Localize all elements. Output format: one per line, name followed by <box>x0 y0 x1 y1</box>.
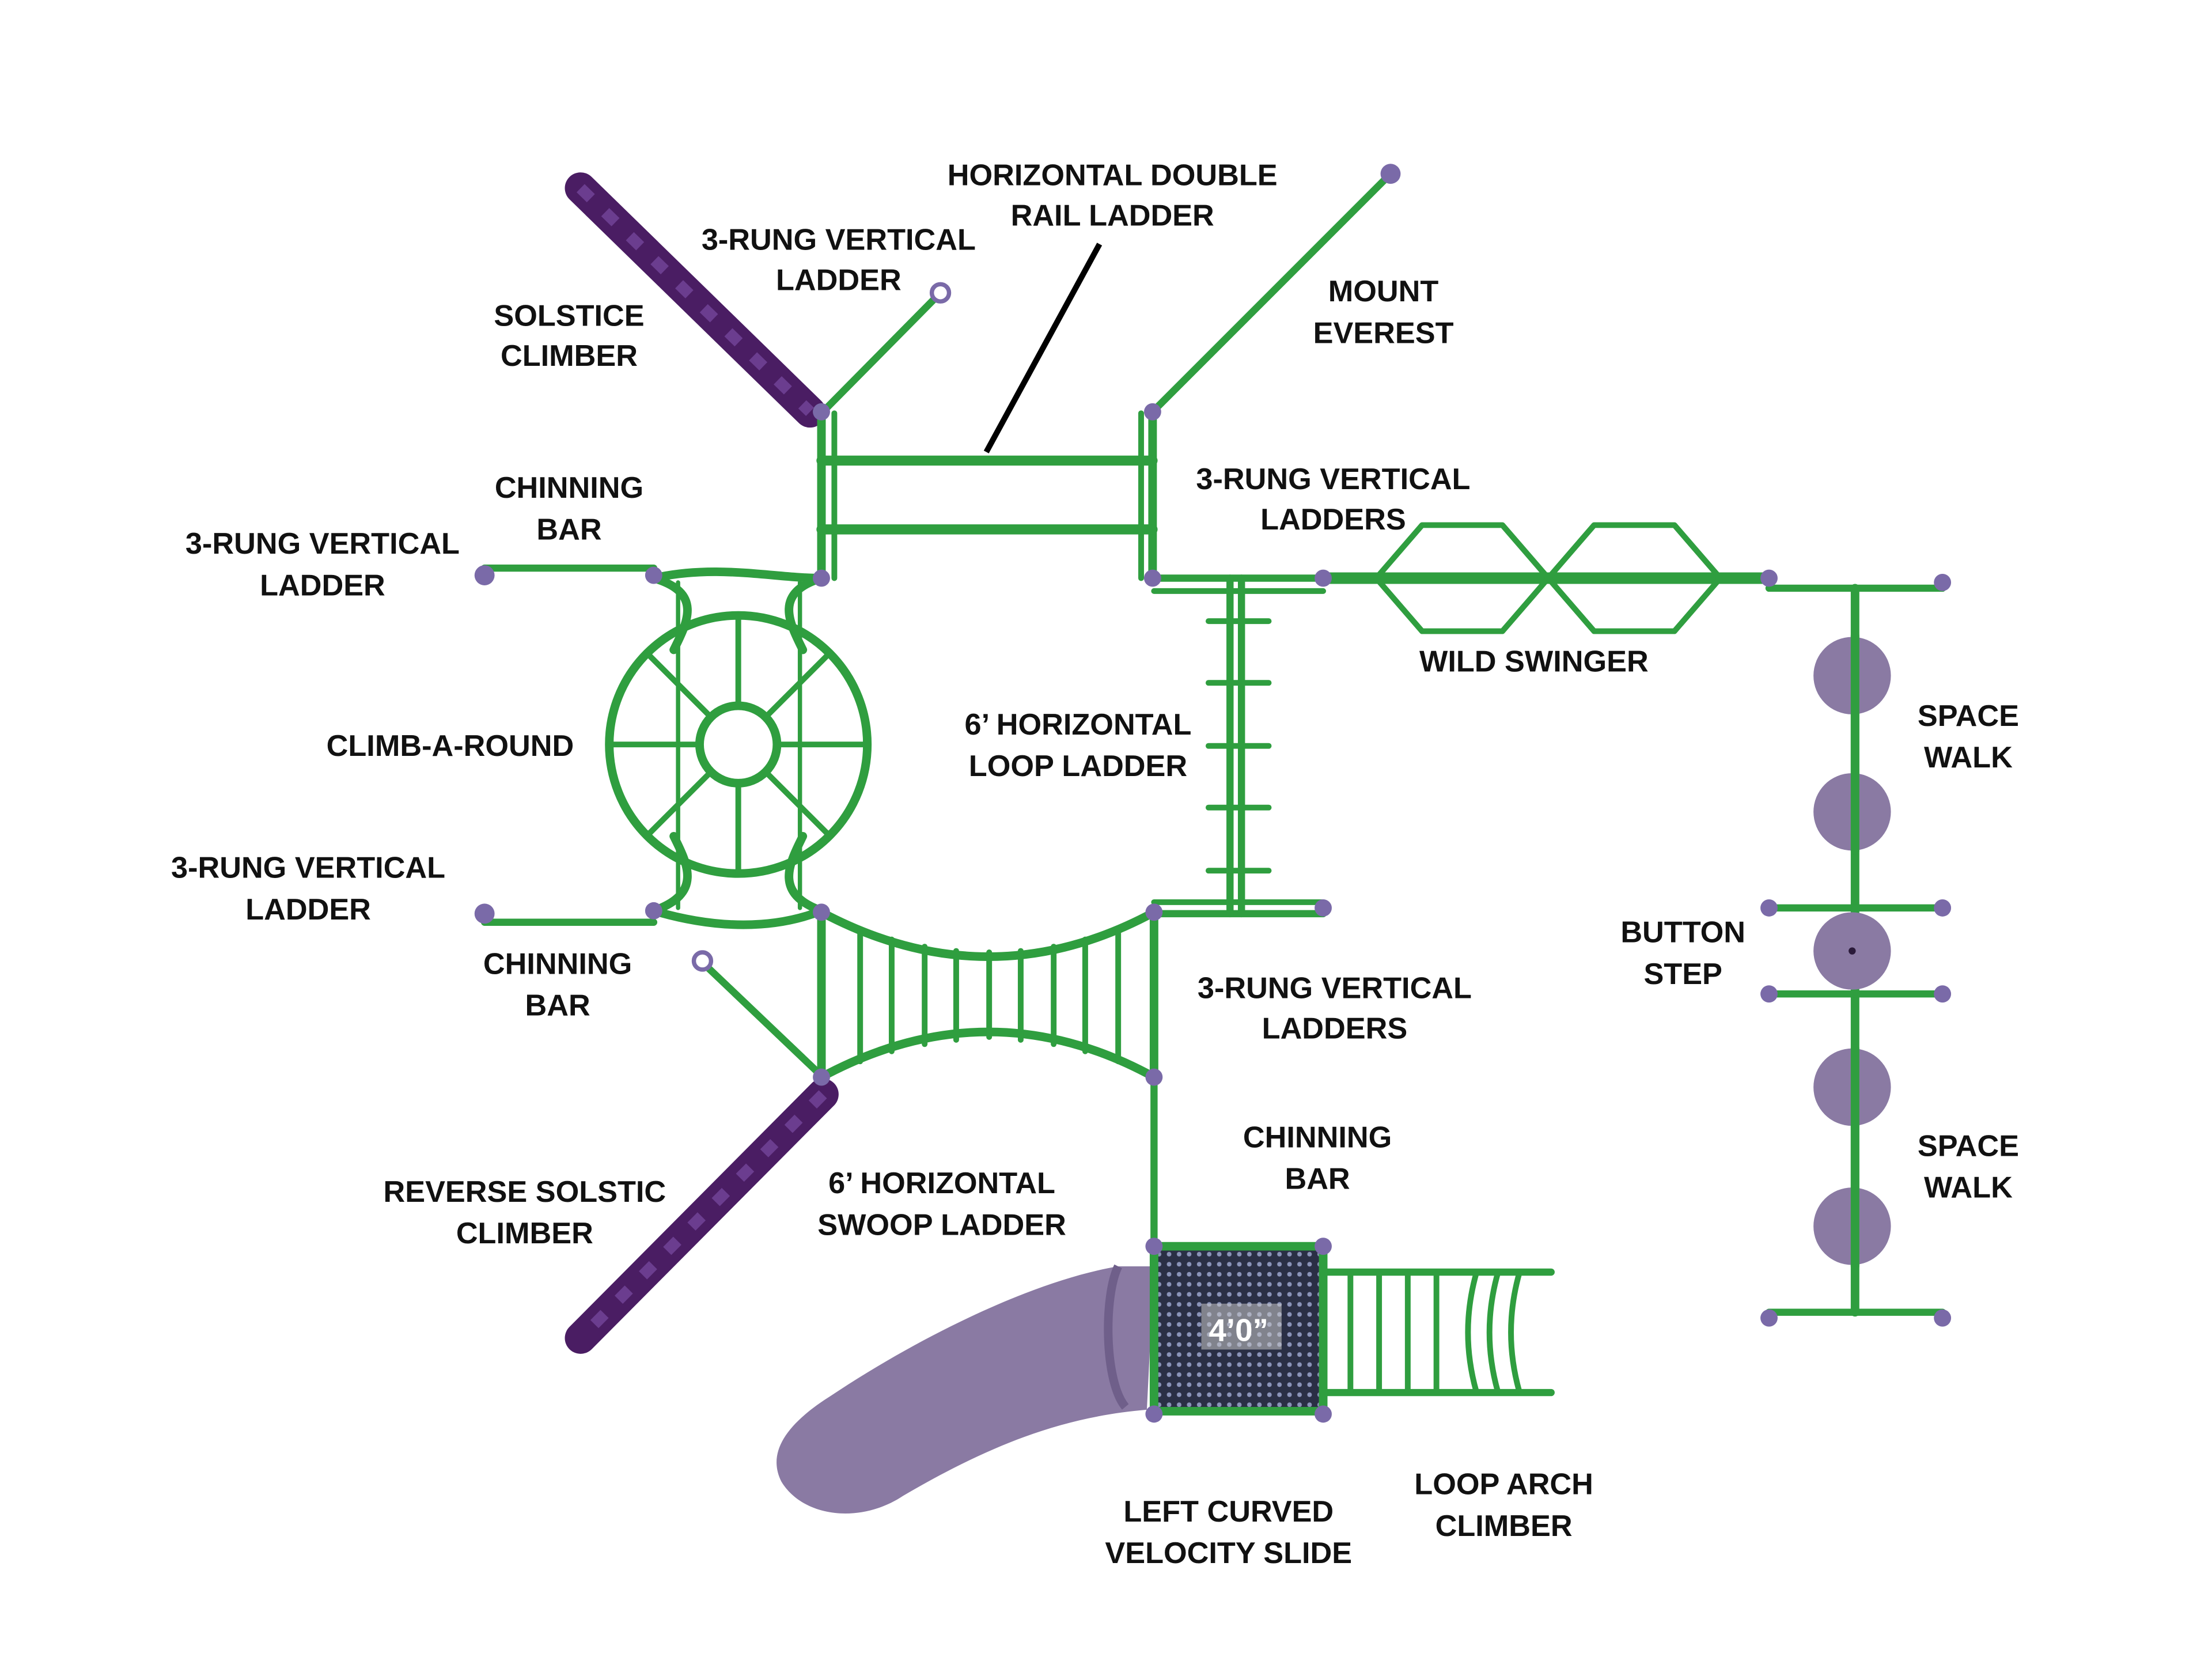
svg-text:LADDERS: LADDERS <box>1262 1012 1408 1045</box>
svg-text:BAR: BAR <box>1285 1163 1350 1196</box>
svg-text:CHINNING: CHINNING <box>495 471 643 505</box>
label-three-rung-left-upper: 3-RUNG VERTICAL LADDER <box>185 527 460 602</box>
label-button-step: BUTTON STEP <box>1620 916 1745 991</box>
svg-text:3-RUNG VERTICAL: 3-RUNG VERTICAL <box>1198 972 1472 1005</box>
svg-text:3-RUNG VERTICAL: 3-RUNG VERTICAL <box>171 852 445 885</box>
label-three-rung-ladder-top: 3-RUNG VERTICAL LADDER <box>702 224 976 297</box>
svg-text:CLIMBER: CLIMBER <box>501 339 638 373</box>
svg-text:3-RUNG VERTICAL: 3-RUNG VERTICAL <box>1196 463 1470 496</box>
equipment-layer: 4’0” <box>474 164 1952 1514</box>
svg-text:LADDER: LADDER <box>245 893 371 926</box>
label-climb-a-round: CLIMB-A-ROUND <box>327 729 574 763</box>
svg-text:3-RUNG VERTICAL: 3-RUNG VERTICAL <box>702 224 976 257</box>
label-loop-arch-climber: LOOP ARCH CLIMBER <box>1414 1468 1593 1543</box>
svg-text:6’ HORIZONTAL: 6’ HORIZONTAL <box>965 708 1192 741</box>
horizontal-loop-ladder <box>1150 574 1327 1248</box>
label-solstice-climber: SOLSTICE CLIMBER <box>494 299 644 373</box>
label-chinning-bar-lower: CHINNING BAR <box>483 947 632 1022</box>
svg-text:BUTTON: BUTTON <box>1620 916 1745 949</box>
svg-text:MOUNT: MOUNT <box>1328 275 1439 308</box>
svg-text:STEP: STEP <box>1643 958 1722 991</box>
horizontal-double-rail-ladder <box>816 243 1158 582</box>
label-space-walk-lower: SPACE WALK <box>1918 1129 2019 1204</box>
svg-text:WALK: WALK <box>1924 1171 2013 1205</box>
deck: 4’0” <box>1149 1242 1328 1416</box>
svg-text:LEFT CURVED: LEFT CURVED <box>1123 1495 1334 1528</box>
svg-text:LADDER: LADDER <box>776 263 902 297</box>
post-caps <box>645 403 1952 1423</box>
reverse-solstic-climber <box>565 1079 839 1354</box>
svg-text:LOOP LADDER: LOOP LADDER <box>969 750 1187 783</box>
svg-text:HORIZONTAL DOUBLE: HORIZONTAL DOUBLE <box>948 159 1278 192</box>
svg-text:CLIMBER: CLIMBER <box>1435 1509 1573 1543</box>
svg-text:WALK: WALK <box>1924 741 2013 774</box>
deck-height-tag: 4’0” <box>1209 1312 1268 1348</box>
wild-swinger <box>1317 522 1775 634</box>
svg-text:LOOP ARCH: LOOP ARCH <box>1414 1468 1593 1501</box>
label-reverse-solstic-climber: REVERSE SOLSTIC CLIMBER <box>384 1175 666 1250</box>
svg-text:CLIMB-A-ROUND: CLIMB-A-ROUND <box>327 729 574 763</box>
label-three-rung-left-lower: 3-RUNG VERTICAL LADDER <box>171 852 445 926</box>
svg-text:LADDER: LADDER <box>260 569 385 602</box>
horizontal-swoop-ladder <box>691 907 1158 1082</box>
svg-text:EVEREST: EVEREST <box>1313 316 1454 350</box>
solstice-climber <box>565 172 826 428</box>
space-walk-lower <box>1813 1044 1891 1271</box>
svg-text:WILD SWINGER: WILD SWINGER <box>1419 645 1649 678</box>
button-step <box>1813 912 1891 990</box>
label-three-rung-ladders-upper: 3-RUNG VERTICAL LADDERS <box>1196 463 1470 536</box>
left-curved-velocity-slide <box>777 1264 1154 1514</box>
chinning-bar-upper <box>474 564 658 585</box>
svg-text:SPACE: SPACE <box>1918 1129 2019 1163</box>
svg-text:LADDERS: LADDERS <box>1260 503 1406 536</box>
svg-text:SPACE: SPACE <box>1918 699 2019 733</box>
climb-a-round <box>605 567 872 929</box>
label-chinning-bar-right: CHINNING BAR <box>1243 1121 1392 1195</box>
svg-text:BAR: BAR <box>525 989 590 1023</box>
svg-text:REVERSE SOLSTIC: REVERSE SOLSTIC <box>384 1175 666 1209</box>
label-wild-swinger: WILD SWINGER <box>1419 645 1649 678</box>
space-walk-upper <box>1813 631 1891 855</box>
label-left-curved-velocity-slide: LEFT CURVED VELOCITY SLIDE <box>1105 1495 1352 1570</box>
chinning-bar-lower <box>474 903 658 926</box>
label-three-rung-ladders-lower: 3-RUNG VERTICAL LADDERS <box>1198 972 1472 1046</box>
svg-text:BAR: BAR <box>536 513 601 546</box>
mount-everest <box>1149 164 1401 416</box>
svg-text:SOLSTICE: SOLSTICE <box>494 299 644 332</box>
svg-text:CHINNING: CHINNING <box>483 947 632 981</box>
svg-text:CLIMBER: CLIMBER <box>456 1217 593 1250</box>
svg-text:RAIL LADDER: RAIL LADDER <box>1011 199 1214 232</box>
label-horizontal-loop-ladder: 6’ HORIZONTAL LOOP LADDER <box>965 708 1192 783</box>
svg-text:CHINNING: CHINNING <box>1243 1121 1392 1154</box>
label-horizontal-swoop-ladder: 6’ HORIZONTAL SWOOP LADDER <box>817 1167 1066 1242</box>
label-horizontal-double-rail-ladder: HORIZONTAL DOUBLE RAIL LADDER <box>948 159 1278 233</box>
svg-text:VELOCITY SLIDE: VELOCITY SLIDE <box>1105 1537 1352 1570</box>
svg-text:6’ HORIZONTAL: 6’ HORIZONTAL <box>828 1167 1055 1200</box>
svg-text:SWOOP LADDER: SWOOP LADDER <box>817 1208 1066 1242</box>
label-space-walk-upper: SPACE WALK <box>1918 699 2019 774</box>
loop-arch-climber <box>1319 1268 1555 1397</box>
three-rung-ladder-top <box>817 282 952 417</box>
label-mount-everest: MOUNT EVEREST <box>1313 275 1454 350</box>
svg-text:3-RUNG VERTICAL: 3-RUNG VERTICAL <box>185 527 460 561</box>
label-chinning-bar-upper: CHINNING BAR <box>495 471 643 546</box>
labels-layer: HORIZONTAL DOUBLE RAIL LADDER 3-RUNG VER… <box>171 159 2019 1571</box>
